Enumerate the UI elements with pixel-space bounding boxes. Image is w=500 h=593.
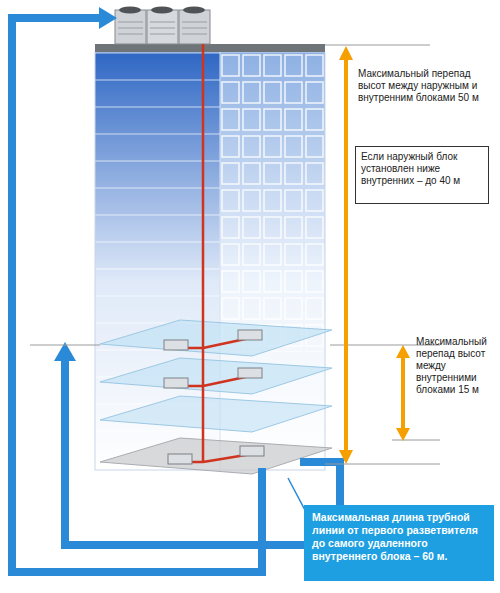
refrigerant-pipe [184,44,252,462]
outdoor-module [115,10,146,44]
indoor-unit [164,340,188,350]
pipe-arrowhead [99,7,117,29]
floors [100,320,332,474]
floor-plane [100,320,332,356]
blue-pipe [65,360,340,545]
indoor-unit [238,368,262,378]
guide-line [30,45,440,464]
dimension-arrowhead [339,46,353,60]
floor-plane [100,358,332,394]
indoor-unit [240,446,264,456]
indoor-unit [164,378,188,388]
roof-slab [95,44,325,52]
dimension-arrow [344,58,348,452]
outdoor-unit [115,7,210,45]
outdoor-fan [183,7,205,14]
outdoor-fan [119,7,141,14]
indoor-unit [238,330,262,340]
outdoor-module [179,10,210,44]
dimension-arrow [401,356,405,430]
callout-box: Максимальная длина трубной линии от перв… [304,505,494,581]
outdoor-grille [118,22,207,34]
blue-pipe [12,18,262,572]
outdoor-fan [151,7,173,14]
dimension-arrowhead [396,428,410,441]
node-text: Максимальная длина трубной линии от перв… [312,511,486,563]
floor-plane [100,396,332,432]
floor-plane [100,438,332,474]
indoor-unit [168,454,192,464]
dimension-arrowhead [396,345,410,358]
dimension-note: Максимальный перепад высот между внутрен… [416,336,496,396]
indoor-units [164,330,264,464]
node-text: Если наружный блок установлен ниже внутр… [361,151,483,187]
note-box: Если наружный блок установлен ниже внутр… [355,146,489,204]
dimension-note: Максимальный перепад высот между наружны… [358,68,496,104]
dimension-arrowhead [339,450,353,464]
outdoor-module [147,10,178,44]
building-windows [220,52,325,352]
